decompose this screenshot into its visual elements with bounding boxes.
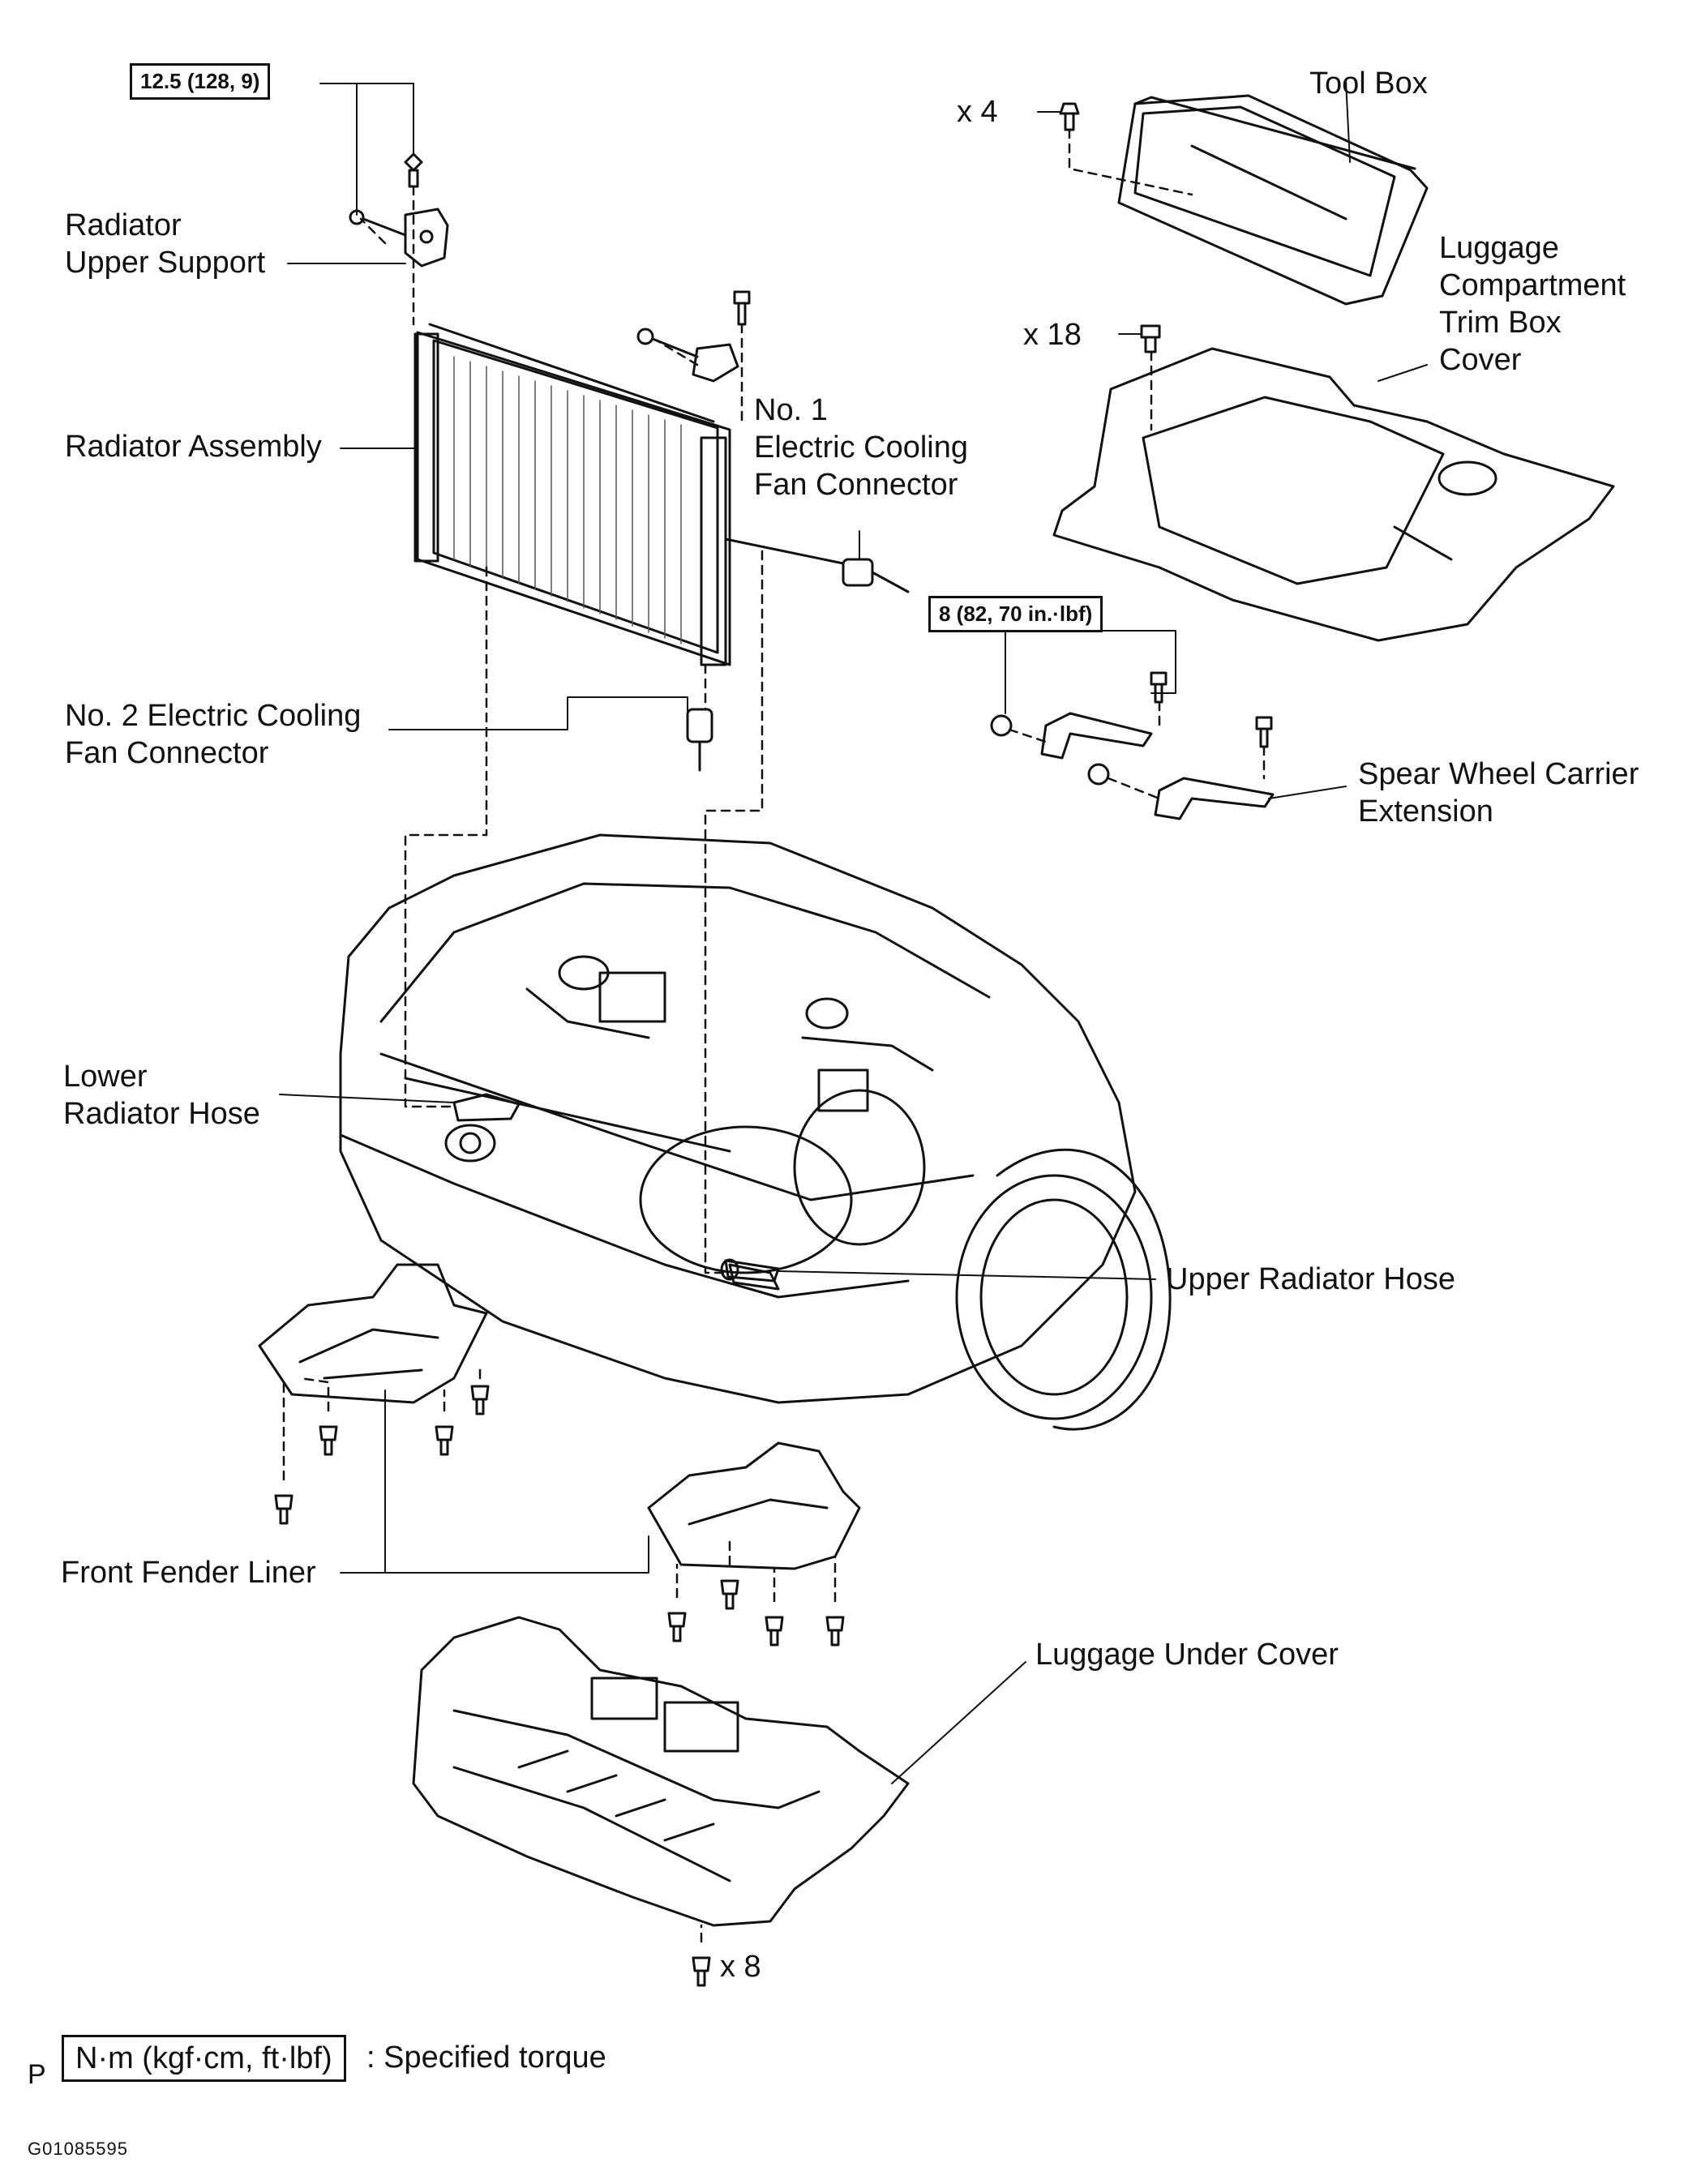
front-fender-liner-right-part <box>647 1441 861 1570</box>
radiator-support-bolt-right <box>636 290 751 383</box>
label-spare-carrier: Spear Wheel Carrier Extension <box>1358 757 1639 829</box>
torque-radiator-support: 12.5 (128, 9) <box>130 63 271 100</box>
label-luggage-under-cover: Luggage Under Cover <box>1035 1638 1339 1672</box>
corner-mark: P <box>28 2059 46 2090</box>
figure-id: G01085595 <box>28 2139 128 2159</box>
fan-connector-2-part <box>686 708 713 772</box>
support-bolt <box>404 152 423 188</box>
qty-under-cover-bolts: x 8 <box>720 1950 761 1984</box>
tool-box-part <box>1117 94 1429 306</box>
legend-text: : Specified torque <box>366 2041 606 2075</box>
fan-connector-1-part <box>724 537 910 593</box>
radiator-assembly-part <box>413 323 731 666</box>
leader-lines <box>279 80 1428 1784</box>
vehicle-front-body <box>339 833 1172 1431</box>
label-upper-radiator-hose: Upper Radiator Hose <box>1166 1262 1455 1296</box>
tool-box-clip <box>1059 102 1080 131</box>
label-luggage-trim-cover: Luggage Compartment Trim Box Cover <box>1439 231 1626 377</box>
luggage-under-cover-part <box>412 1616 910 1927</box>
label-tool-box: Tool Box <box>1309 66 1428 101</box>
label-fan-connector-1: No. 1 Electric Cooling Fan Connector <box>754 393 968 502</box>
qty-trim-cover-clips: x 18 <box>1023 318 1082 352</box>
label-lower-radiator-hose: Lower Radiator Hose <box>63 1060 260 1131</box>
radiator-upper-support-part <box>349 208 449 268</box>
label-fan-connector-2: No. 2 Electric Cooling Fan Connector <box>65 699 362 770</box>
legend-unit-box: N·m (kgf·cm, ft·lbf) <box>62 2035 346 2082</box>
label-radiator-upper-support: Radiator Upper Support <box>65 208 266 280</box>
label-front-fender-liner: Front Fender Liner <box>61 1556 316 1590</box>
carrier-extension-part <box>990 671 1275 820</box>
trim-cover-clip <box>1140 324 1161 353</box>
qty-tool-box-bolts: x 4 <box>957 95 998 129</box>
upper-radiator-hose-part <box>720 1258 780 1283</box>
lower-radiator-hose-part <box>452 1093 521 1122</box>
fastener-bolts <box>274 1385 845 1987</box>
trim-cover-part <box>1052 347 1615 642</box>
front-fender-liner-left-part <box>258 1263 488 1404</box>
torque-carrier-extension: 8 (82, 70 in.·lbf) <box>928 596 1103 632</box>
label-radiator-assembly: Radiator Assembly <box>65 430 322 464</box>
assembly-dashed-lines <box>282 128 1266 1943</box>
